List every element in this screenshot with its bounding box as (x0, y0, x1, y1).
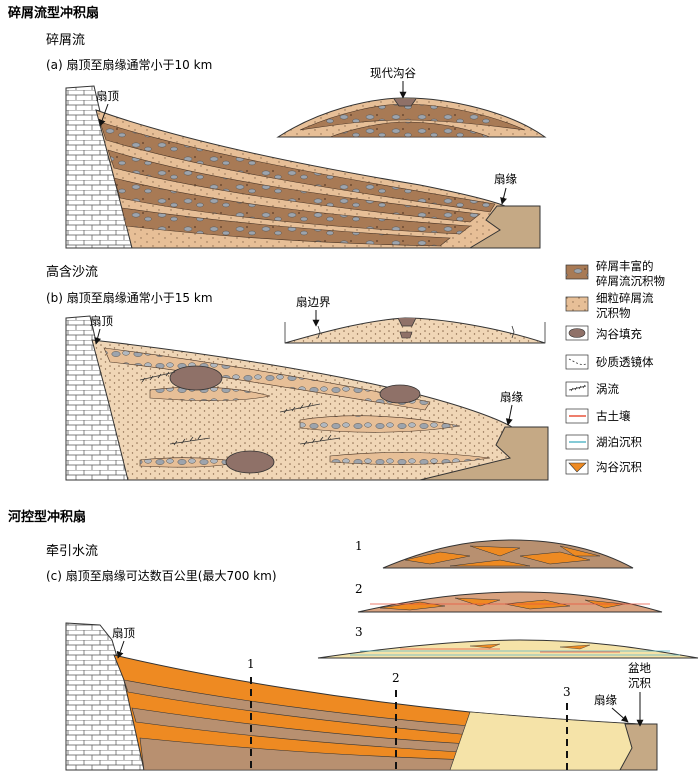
legend-label-lacustrine: 湖泊沉积 (596, 435, 642, 449)
legend-label-debris-rich-1: 碎屑丰富的 (596, 259, 654, 273)
legend-swatch-channel-deposit (565, 459, 589, 475)
section-label-inset-3: 3 (355, 625, 363, 639)
legend-swatch-lacustrine (565, 434, 589, 450)
caption-b: (b) 扇顶至扇缘通常小于15 km (46, 290, 213, 305)
legend: 碎屑丰富的 碎屑流沉积物 细粒碎屑流 沉积物 沟谷填充 砂质透镜体 涡流 古土壤 (565, 259, 665, 475)
legend-label-fine-debris-2: 沉积物 (596, 306, 631, 320)
legend-label-fine-debris-1: 细粒碎屑流 (596, 291, 654, 305)
panel-b-cross-section (65, 315, 549, 481)
inset-c-profile-3 (317, 639, 699, 659)
section-label-2: 2 (392, 671, 400, 685)
legend-swatch-fine-debris (565, 296, 589, 312)
panel-c-cross-section (65, 622, 658, 771)
inset-a-cross-fan (276, 97, 547, 138)
legend-label-eddy: 涡流 (596, 382, 619, 396)
label-basin-deposit-2: 沉积 (628, 676, 651, 690)
subheading-tractive-current: 牵引水流 (46, 544, 98, 559)
label-toe-a: 扇缘 (494, 172, 517, 186)
label-fan-boundary: 扇边界 (296, 295, 331, 309)
legend-label-debris-rich-2: 碎屑流沉积物 (596, 274, 665, 288)
legend-swatch-debris-rich (565, 264, 589, 280)
label-apex-c: 扇顶 (112, 626, 135, 640)
section-label-1: 1 (247, 657, 255, 671)
river-fan-title: 河控型冲积扇 (8, 509, 86, 525)
legend-label-sand-lens: 砂质透镜体 (596, 355, 654, 369)
panel-a-cross-section (65, 85, 541, 249)
label-apex-a: 扇顶 (96, 89, 119, 103)
legend-swatch-paleosol (565, 408, 589, 424)
arrow-apex-c (116, 640, 125, 659)
arrow-apex-b (94, 328, 102, 345)
label-toe-b: 扇缘 (500, 390, 523, 404)
inset-c-profile-1 (382, 539, 634, 569)
legend-swatch-eddy (565, 381, 589, 397)
inset-b-cross-fan (284, 317, 546, 344)
label-apex-b: 扇顶 (90, 314, 113, 328)
arrow-toe-a (500, 187, 507, 205)
arrow-apex-a (98, 103, 109, 127)
subheading-debris-flow: 碎屑流 (46, 33, 85, 48)
legend-label-channel-fill: 沟谷填充 (596, 327, 642, 341)
inset-c-profile-2 (357, 591, 663, 613)
caption-c: (c) 扇顶至扇缘可达数百公里(最大700 km) (46, 568, 277, 583)
legend-label-channel-deposit: 沟谷沉积 (596, 460, 642, 474)
legend-label-paleosol: 古土壤 (596, 409, 631, 423)
section-label-inset-1: 1 (355, 539, 363, 553)
debris-fan-title: 碎屑流型冲积扇 (8, 5, 99, 21)
section-label-inset-2: 2 (355, 582, 363, 596)
label-modern-gully: 现代沟谷 (370, 66, 416, 80)
legend-swatch-channel-fill (565, 325, 589, 341)
subheading-hyperconcentrated-flow: 高含沙流 (46, 264, 98, 280)
label-basin-deposit-1: 盆地 (628, 661, 651, 675)
arrow-toe-c (611, 707, 629, 723)
caption-a: (a) 扇顶至扇缘通常小于10 km (46, 57, 212, 72)
section-label-3: 3 (563, 685, 571, 699)
arrow-toe-b (505, 404, 513, 426)
label-toe-c: 扇缘 (594, 693, 617, 707)
legend-swatch-sand-lens (565, 354, 589, 370)
